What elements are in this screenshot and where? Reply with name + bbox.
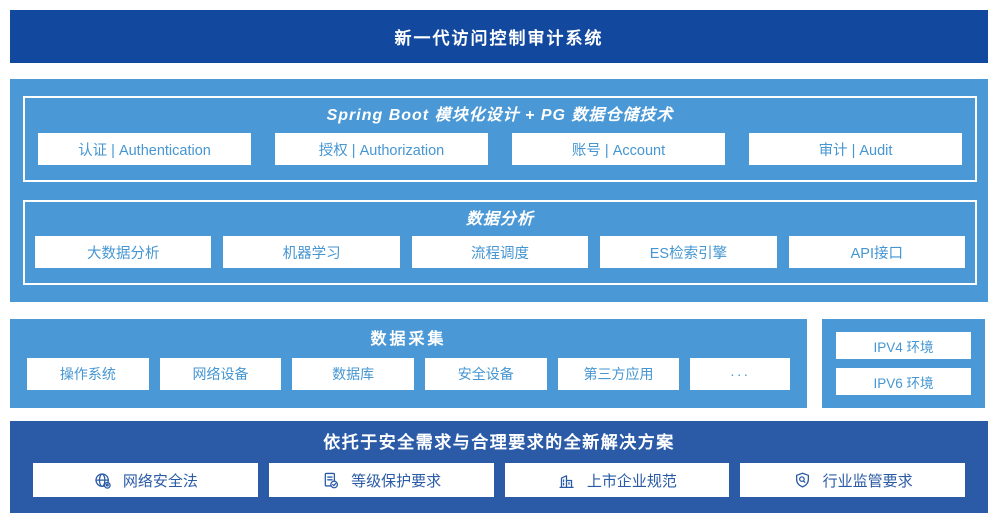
source-chip-more: ··· [690, 358, 791, 390]
springboot-panel-items: 认证 | Authentication 授权 | Authorization 账… [25, 127, 975, 180]
env-chip-ipv6: IPV6 环境 [836, 368, 971, 395]
analysis-chip-es: ES检索引擎 [600, 236, 777, 269]
springboot-panel: Spring Boot 模块化设计 + PG 数据仓储技术 认证 | Authe… [23, 96, 977, 182]
solution-items: 网络安全法 等级保护要求 [10, 455, 988, 513]
data-analysis-panel-title: 数据分析 [465, 210, 534, 228]
source-chip-os: 操作系统 [27, 358, 149, 390]
module-chip-account: 账号 | Account [512, 133, 725, 166]
data-analysis-panel-items: 大数据分析 机器学习 流程调度 ES检索引擎 API接口 [25, 231, 975, 284]
data-analysis-panel: 数据分析 大数据分析 机器学习 流程调度 ES检索引擎 API接口 [23, 199, 977, 285]
solution-section: 依托于安全需求与合理要求的全新解决方案 网络安全法 [10, 421, 988, 513]
source-chip-thirdparty: 第三方应用 [557, 358, 680, 390]
ip-environment-box: IPV4 环境 IPV6 环境 [822, 319, 985, 408]
data-collection-row: 数据采集 操作系统 网络设备 数据库 安全设备 第三方应用 ··· IPV4 环… [10, 319, 985, 408]
requirement-chip-industry-regulation: 行业监管要求 [740, 463, 965, 497]
analysis-chip-workflow: 流程调度 [411, 236, 589, 269]
buildings-icon [559, 474, 574, 488]
requirement-label: 上市企业规范 [586, 472, 677, 490]
shield-search-icon [795, 472, 809, 488]
data-collection-title: 数据采集 [370, 331, 447, 348]
system-title-banner: 新一代访问控制审计系统 [10, 10, 988, 63]
requirement-chip-listed-company: 上市企业规范 [504, 463, 730, 497]
env-chip-ipv4: IPV4 环境 [836, 332, 971, 359]
globe-pin-icon [95, 472, 111, 489]
data-collection-section: 数据采集 操作系统 网络设备 数据库 安全设备 第三方应用 ··· [10, 319, 807, 408]
requirement-label: 行业监管要求 [822, 472, 913, 490]
solution-title: 依托于安全需求与合理要求的全新解决方案 [323, 433, 675, 452]
requirement-label: 等级保护要求 [351, 472, 442, 490]
analysis-chip-bigdata: 大数据分析 [35, 236, 212, 269]
source-chip-database: 数据库 [292, 358, 414, 390]
requirement-chip-cybersecurity-law: 网络安全法 [33, 463, 258, 497]
requirement-chip-classified-protection: 等级保护要求 [268, 463, 494, 497]
source-chip-security-device: 安全设备 [424, 358, 547, 390]
document-check-icon [324, 472, 339, 488]
analysis-chip-api: API接口 [788, 236, 966, 269]
module-chip-audit: 审计 | Audit [749, 133, 962, 166]
source-chip-network-device: 网络设备 [159, 358, 282, 390]
requirement-label: 网络安全法 [122, 472, 198, 490]
data-collection-items: 操作系统 网络设备 数据库 安全设备 第三方应用 ··· [10, 350, 807, 408]
system-title: 新一代访问控制审计系统 [394, 29, 604, 48]
springboot-panel-title: Spring Boot 模块化设计 + PG 数据仓储技术 [326, 107, 674, 124]
module-chip-authentication: 认证 | Authentication [38, 133, 251, 166]
platform-container: Spring Boot 模块化设计 + PG 数据仓储技术 认证 | Authe… [10, 79, 988, 302]
analysis-chip-ml: 机器学习 [223, 236, 400, 269]
module-chip-authorization: 授权 | Authorization [275, 133, 488, 166]
